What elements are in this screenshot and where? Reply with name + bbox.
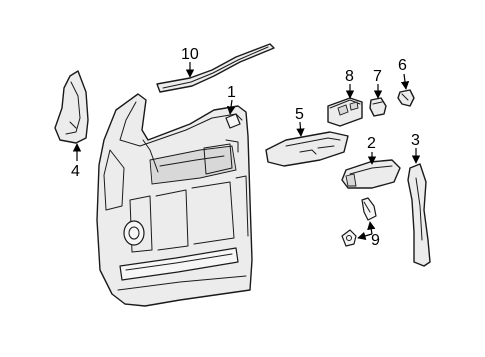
leader-1 (226, 99, 236, 115)
leader-5 (296, 121, 305, 137)
leader-6 (400, 73, 410, 90)
callout-1: 1 (227, 84, 236, 101)
callout-5: 5 (295, 106, 304, 123)
callout-4: 4 (71, 163, 80, 180)
callout-9: 9 (371, 232, 380, 249)
part-10-upper-molding (156, 43, 275, 93)
callout-3: 3 (411, 132, 420, 149)
part-8-switch-bezel (327, 97, 363, 127)
callout-10: 10 (181, 46, 199, 63)
part-4-sail-trim (54, 70, 89, 144)
part-6-retainer-clip (397, 89, 415, 107)
part-3-vertical-trim (407, 163, 431, 267)
callout-2: 2 (367, 135, 376, 152)
callout-numbers: 1 2 3 4 5 6 7 8 9 10 (71, 46, 420, 249)
part-9-fastener (341, 197, 377, 247)
callout-8: 8 (345, 68, 354, 85)
callout-7: 7 (373, 68, 382, 85)
leader-lines (72, 62, 421, 240)
leader-9 (367, 221, 376, 235)
leader-9b (357, 231, 373, 240)
callout-6: 6 (398, 57, 407, 74)
part-1-door-trim-panel (96, 93, 253, 307)
part-2-pull-cup (341, 159, 401, 189)
part-5-armrest-pad (265, 131, 349, 167)
part-7-lock-switch (369, 97, 387, 117)
